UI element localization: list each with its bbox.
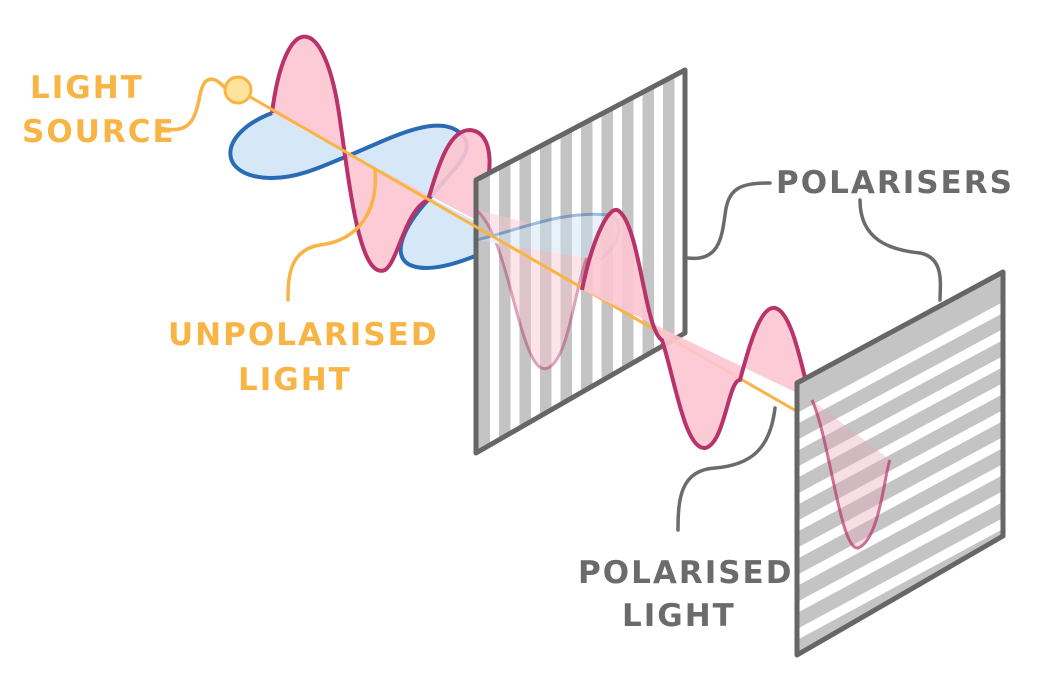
- vertical-slit: [490, 70, 499, 453]
- light-source-label-line2: SOURCE: [22, 114, 176, 150]
- vertical-wave-unpolarised: [270, 34, 492, 273]
- horizontal-slit: [797, 302, 1003, 424]
- light-ray: [237, 88, 886, 464]
- light-source-leader: [158, 77, 227, 132]
- vertical-slit: [551, 70, 561, 453]
- light-source-label-line1: LIGHT: [30, 70, 144, 106]
- polarisers-leader-1: [686, 181, 772, 260]
- horizontal-slit: [797, 329, 1003, 451]
- vertical-slit: [572, 70, 581, 453]
- vertical-slit: [654, 70, 663, 453]
- unpolarised-light-label-line2: LIGHT: [238, 362, 352, 398]
- polarised-light-label-line1: POLARISED: [578, 555, 793, 591]
- horizontal-slit: [797, 464, 1003, 586]
- vertical-wave-polarised: [580, 207, 814, 450]
- horizontal-slit: [797, 410, 1003, 532]
- horizontal-slit: [797, 356, 1003, 478]
- polarised-light-label-line2: LIGHT: [622, 598, 736, 634]
- polarisers-leader-2: [858, 198, 943, 302]
- horizontal-slit: [797, 491, 1003, 613]
- leader-lines: [158, 77, 943, 532]
- unpolarised-light-label-line1: UNPOLARISED: [168, 317, 439, 353]
- horizontal-slit: [797, 383, 1003, 505]
- polarised-light-leader: [676, 406, 777, 532]
- light-source-bulb: [223, 75, 253, 105]
- vertical-slit: [674, 70, 684, 453]
- vertical-slit: [510, 70, 520, 453]
- polarisers-label: POLARISERS: [776, 165, 1014, 201]
- polariser-horizontal: [794, 269, 1006, 658]
- horizontal-slit: [797, 518, 1003, 640]
- unpolarised-light-leader: [286, 168, 378, 302]
- horizontal-slit: [797, 437, 1003, 559]
